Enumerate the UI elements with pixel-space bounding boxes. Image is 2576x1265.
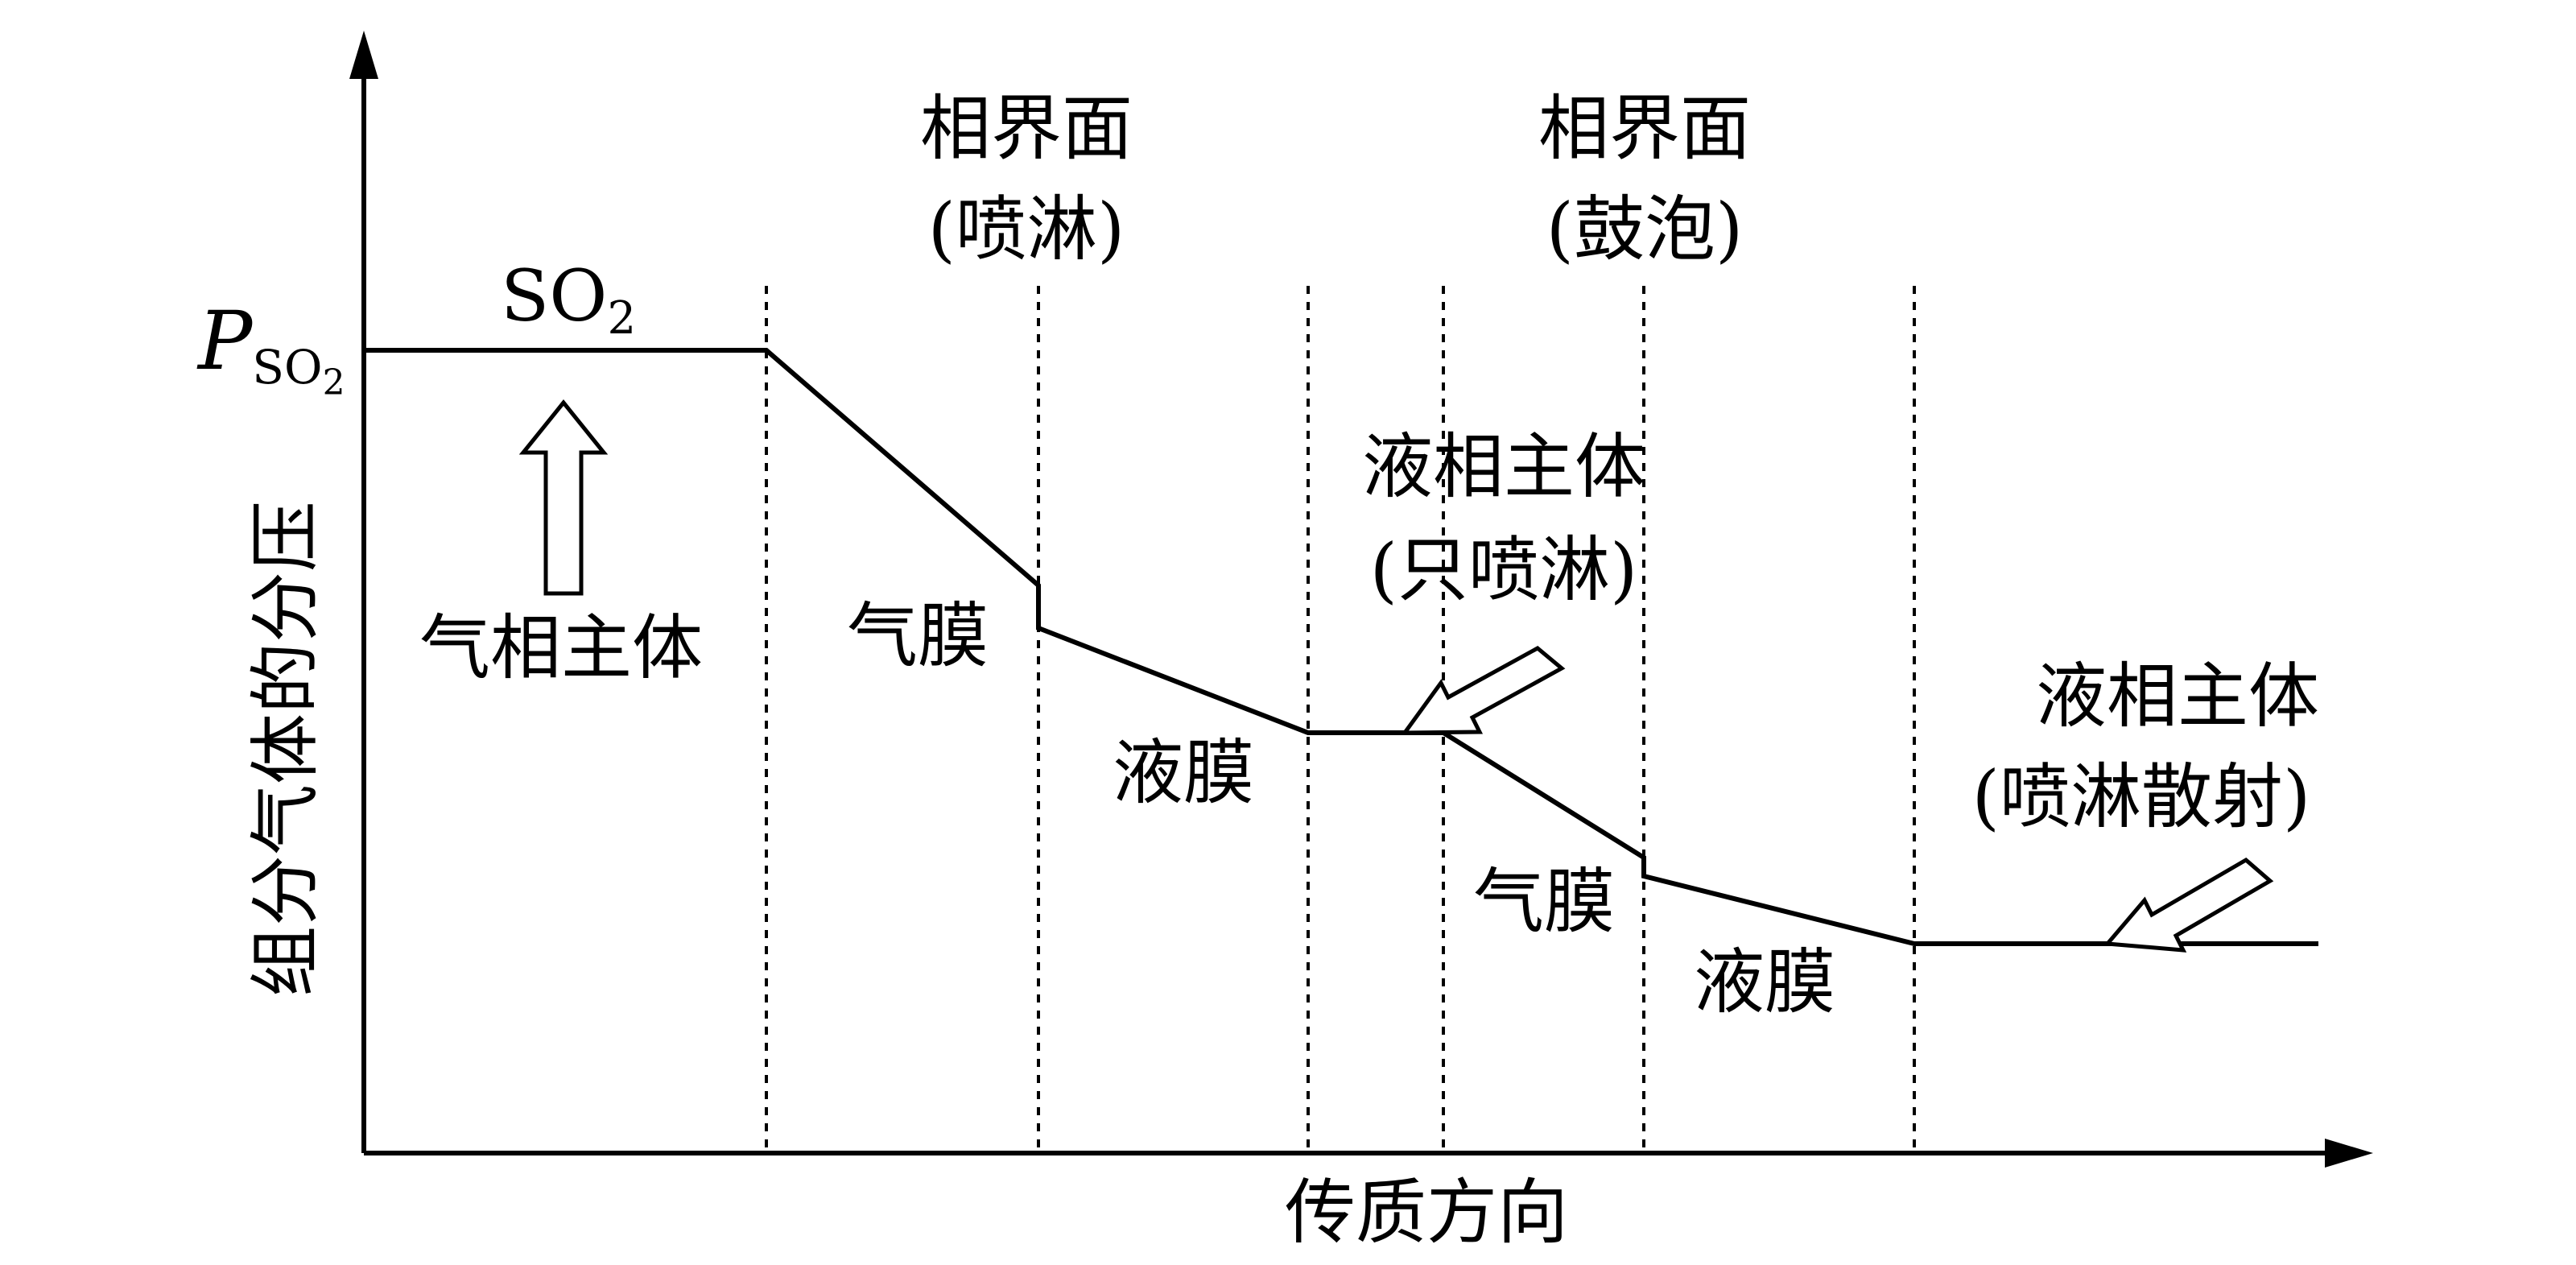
liquid-bulk-spray-label: 液相主体 (只喷淋) bbox=[1362, 425, 1645, 611]
y-tick-subsubscript: 2 bbox=[323, 362, 345, 403]
y-axis-arrowhead bbox=[349, 31, 378, 79]
y-tick-label: PSO2 bbox=[196, 294, 345, 403]
y-axis-label: 组分气体的分压 bbox=[244, 501, 327, 997]
x-axis-label: 传质方向 bbox=[1285, 1171, 1568, 1254]
spray-interface-header: 相界面 (喷淋) bbox=[920, 87, 1133, 271]
spray-interface-line2: (喷淋) bbox=[928, 188, 1125, 271]
hollow-up-arrow-icon bbox=[518, 399, 609, 596]
species-label: SO2 bbox=[501, 254, 636, 345]
liquid-bulk-scatter-label: 液相主体 (喷淋散射) bbox=[1972, 655, 2319, 838]
x-axis-arrowhead bbox=[2325, 1139, 2373, 1168]
gas-film-1-label: 气膜 bbox=[847, 594, 989, 677]
bubble-interface-header: 相界面 (鼓泡) bbox=[1538, 87, 1751, 271]
liquid-bulk-scatter-line1: 液相主体 bbox=[2036, 655, 2319, 738]
species-base: SO bbox=[501, 254, 607, 337]
bubble-interface-line1: 相界面 bbox=[1538, 87, 1751, 170]
axes bbox=[349, 31, 2373, 1168]
spray-interface-line1: 相界面 bbox=[920, 87, 1133, 170]
hollow-pointer-arrow-icon bbox=[1401, 645, 1566, 735]
species-subscript: 2 bbox=[607, 292, 636, 345]
liquid-film-1-label: 液膜 bbox=[1113, 731, 1254, 814]
liquid-bulk-spray-line2: (只喷淋) bbox=[1370, 528, 1638, 611]
gas-bulk-label: 气相主体 bbox=[419, 606, 703, 689]
gas-film-2-label: 气膜 bbox=[1473, 860, 1615, 943]
y-tick-symbol: P bbox=[196, 294, 254, 388]
partial-pressure-profile bbox=[364, 348, 2318, 946]
y-tick-subscript: SO bbox=[252, 340, 322, 395]
liquid-bulk-spray-line1: 液相主体 bbox=[1362, 425, 1645, 508]
liquid-bulk-scatter-line2: (喷淋散射) bbox=[1972, 755, 2311, 838]
liquid-film-2-label: 液膜 bbox=[1694, 940, 1835, 1023]
bubble-interface-line2: (鼓泡) bbox=[1546, 188, 1744, 271]
hollow-pointer-arrow-icon bbox=[2103, 857, 2274, 953]
